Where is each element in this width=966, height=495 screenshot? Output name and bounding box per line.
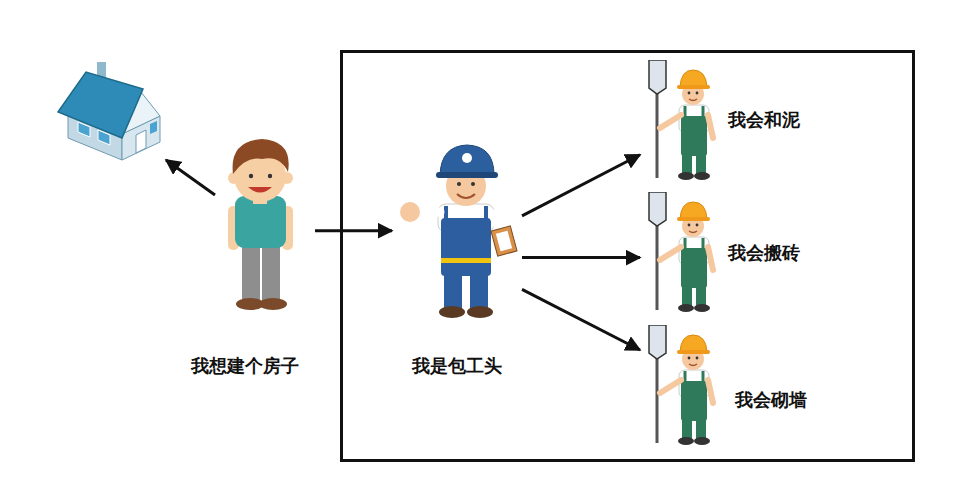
arrow-connector bbox=[522, 289, 640, 350]
client-figure bbox=[228, 139, 293, 310]
figure-label: 我会和泥 bbox=[728, 108, 800, 131]
client-node: 我想建个房子 bbox=[175, 140, 315, 385]
arrow-connector bbox=[522, 155, 640, 216]
worker-figure bbox=[649, 192, 713, 312]
figure-label: 我想建个房子 bbox=[191, 354, 299, 377]
foreman-node: 我是包工头 bbox=[392, 140, 522, 385]
figure-label: 我会搬砖 bbox=[728, 241, 800, 264]
worker-node: 我会搬砖 bbox=[640, 188, 835, 308]
figure-label: 我会砌墙 bbox=[735, 388, 807, 411]
arrow-connector bbox=[315, 229, 392, 232]
worker-figure bbox=[649, 325, 713, 445]
foreman-figure bbox=[400, 145, 517, 318]
arrow-connector bbox=[522, 256, 640, 259]
worker-node: 我会和泥 bbox=[640, 58, 835, 182]
arrow bbox=[166, 160, 215, 195]
worker-node: 我会砌墙 bbox=[640, 320, 835, 445]
worker-figure bbox=[649, 60, 713, 180]
house-icon bbox=[58, 62, 160, 160]
figure-label: 我是包工头 bbox=[412, 354, 502, 377]
contractor-frame: 我是包工头 我会和泥我会搬砖我会砌墙 bbox=[340, 50, 915, 462]
